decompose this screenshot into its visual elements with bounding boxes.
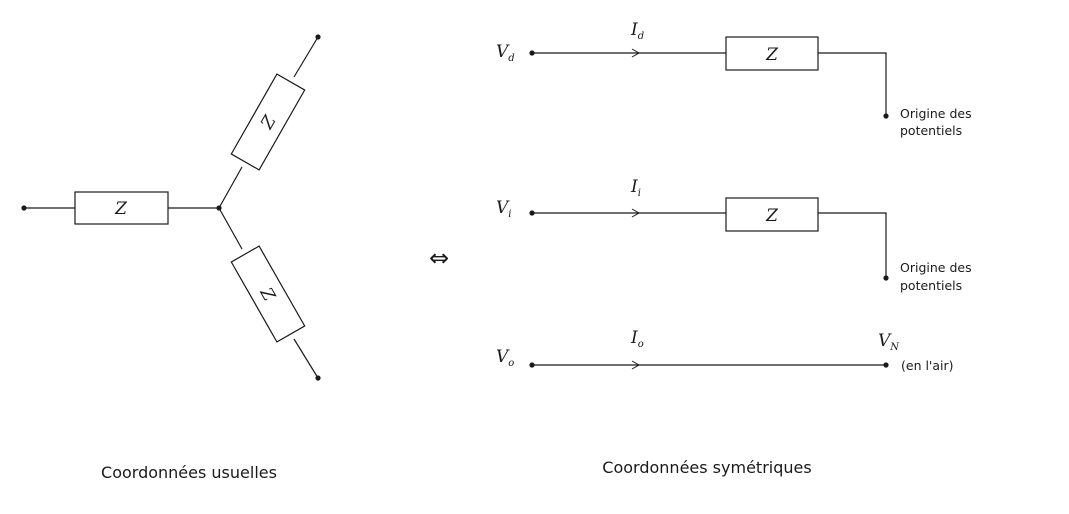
inverse-end-note-line-2: potentiels: [900, 278, 962, 293]
upper-branch-inner-wire: [218, 166, 243, 209]
direct-output-wire: [818, 52, 887, 116]
inverse-impedance: [725, 197, 819, 232]
inverse-end-note-line-1: Origine des: [900, 260, 972, 275]
lower-branch-outer-wire: [293, 338, 319, 379]
lower-terminal: [315, 375, 321, 381]
inverse-output-wire: [818, 212, 887, 278]
equivalence-symbol: ⇔: [429, 244, 449, 272]
upper-branch-outer-wire: [293, 36, 319, 78]
lower-impedance: Z: [230, 245, 306, 343]
homopolar-voltage-label: Vo: [496, 347, 514, 369]
inverse-current-arrow-icon: [631, 208, 641, 218]
upper-impedance: Z: [230, 73, 306, 171]
homopolar-end-terminal: [883, 362, 889, 368]
homopolar-end-voltage-label: VN: [878, 331, 900, 353]
left-impedance-label: Z: [114, 199, 128, 219]
lower-branch-inner-wire: [218, 207, 243, 250]
homopolar-end-note: (en l'air): [901, 358, 954, 373]
inverse-ground-terminal: [883, 275, 889, 281]
direct-current-label: Id: [630, 20, 644, 42]
homopolar-sequence-circuit: Vo Io VN (en l'air): [496, 328, 954, 373]
caption-usual-coordinates: Coordonnées usuelles: [101, 463, 277, 482]
inverse-voltage-label: Vi: [496, 198, 511, 220]
homopolar-current-label: Io: [630, 328, 644, 350]
inverse-sequence-circuit: Vi Ii Z Origine des potentiels: [496, 177, 972, 293]
homopolar-current-arrow-icon: [631, 360, 641, 370]
direct-current-arrow-icon: [631, 48, 641, 58]
direct-end-note-line-1: Origine des: [900, 106, 972, 121]
direct-ground-terminal: [883, 113, 889, 119]
inverse-current-label: Ii: [630, 177, 641, 199]
direct-end-note-line-2: potentiels: [900, 123, 962, 138]
caption-symmetric-coordinates: Coordonnées symétriques: [602, 458, 811, 477]
upper-terminal: [315, 34, 321, 40]
direct-voltage-label: Vd: [496, 42, 515, 64]
star-network: Z Z Z: [21, 34, 321, 381]
inverse-impedance-label: Z: [765, 206, 779, 226]
direct-impedance-label: Z: [765, 45, 779, 65]
direct-sequence-circuit: Vd Id Z Origine des potentiels: [496, 20, 972, 138]
left-terminal: [21, 205, 27, 211]
